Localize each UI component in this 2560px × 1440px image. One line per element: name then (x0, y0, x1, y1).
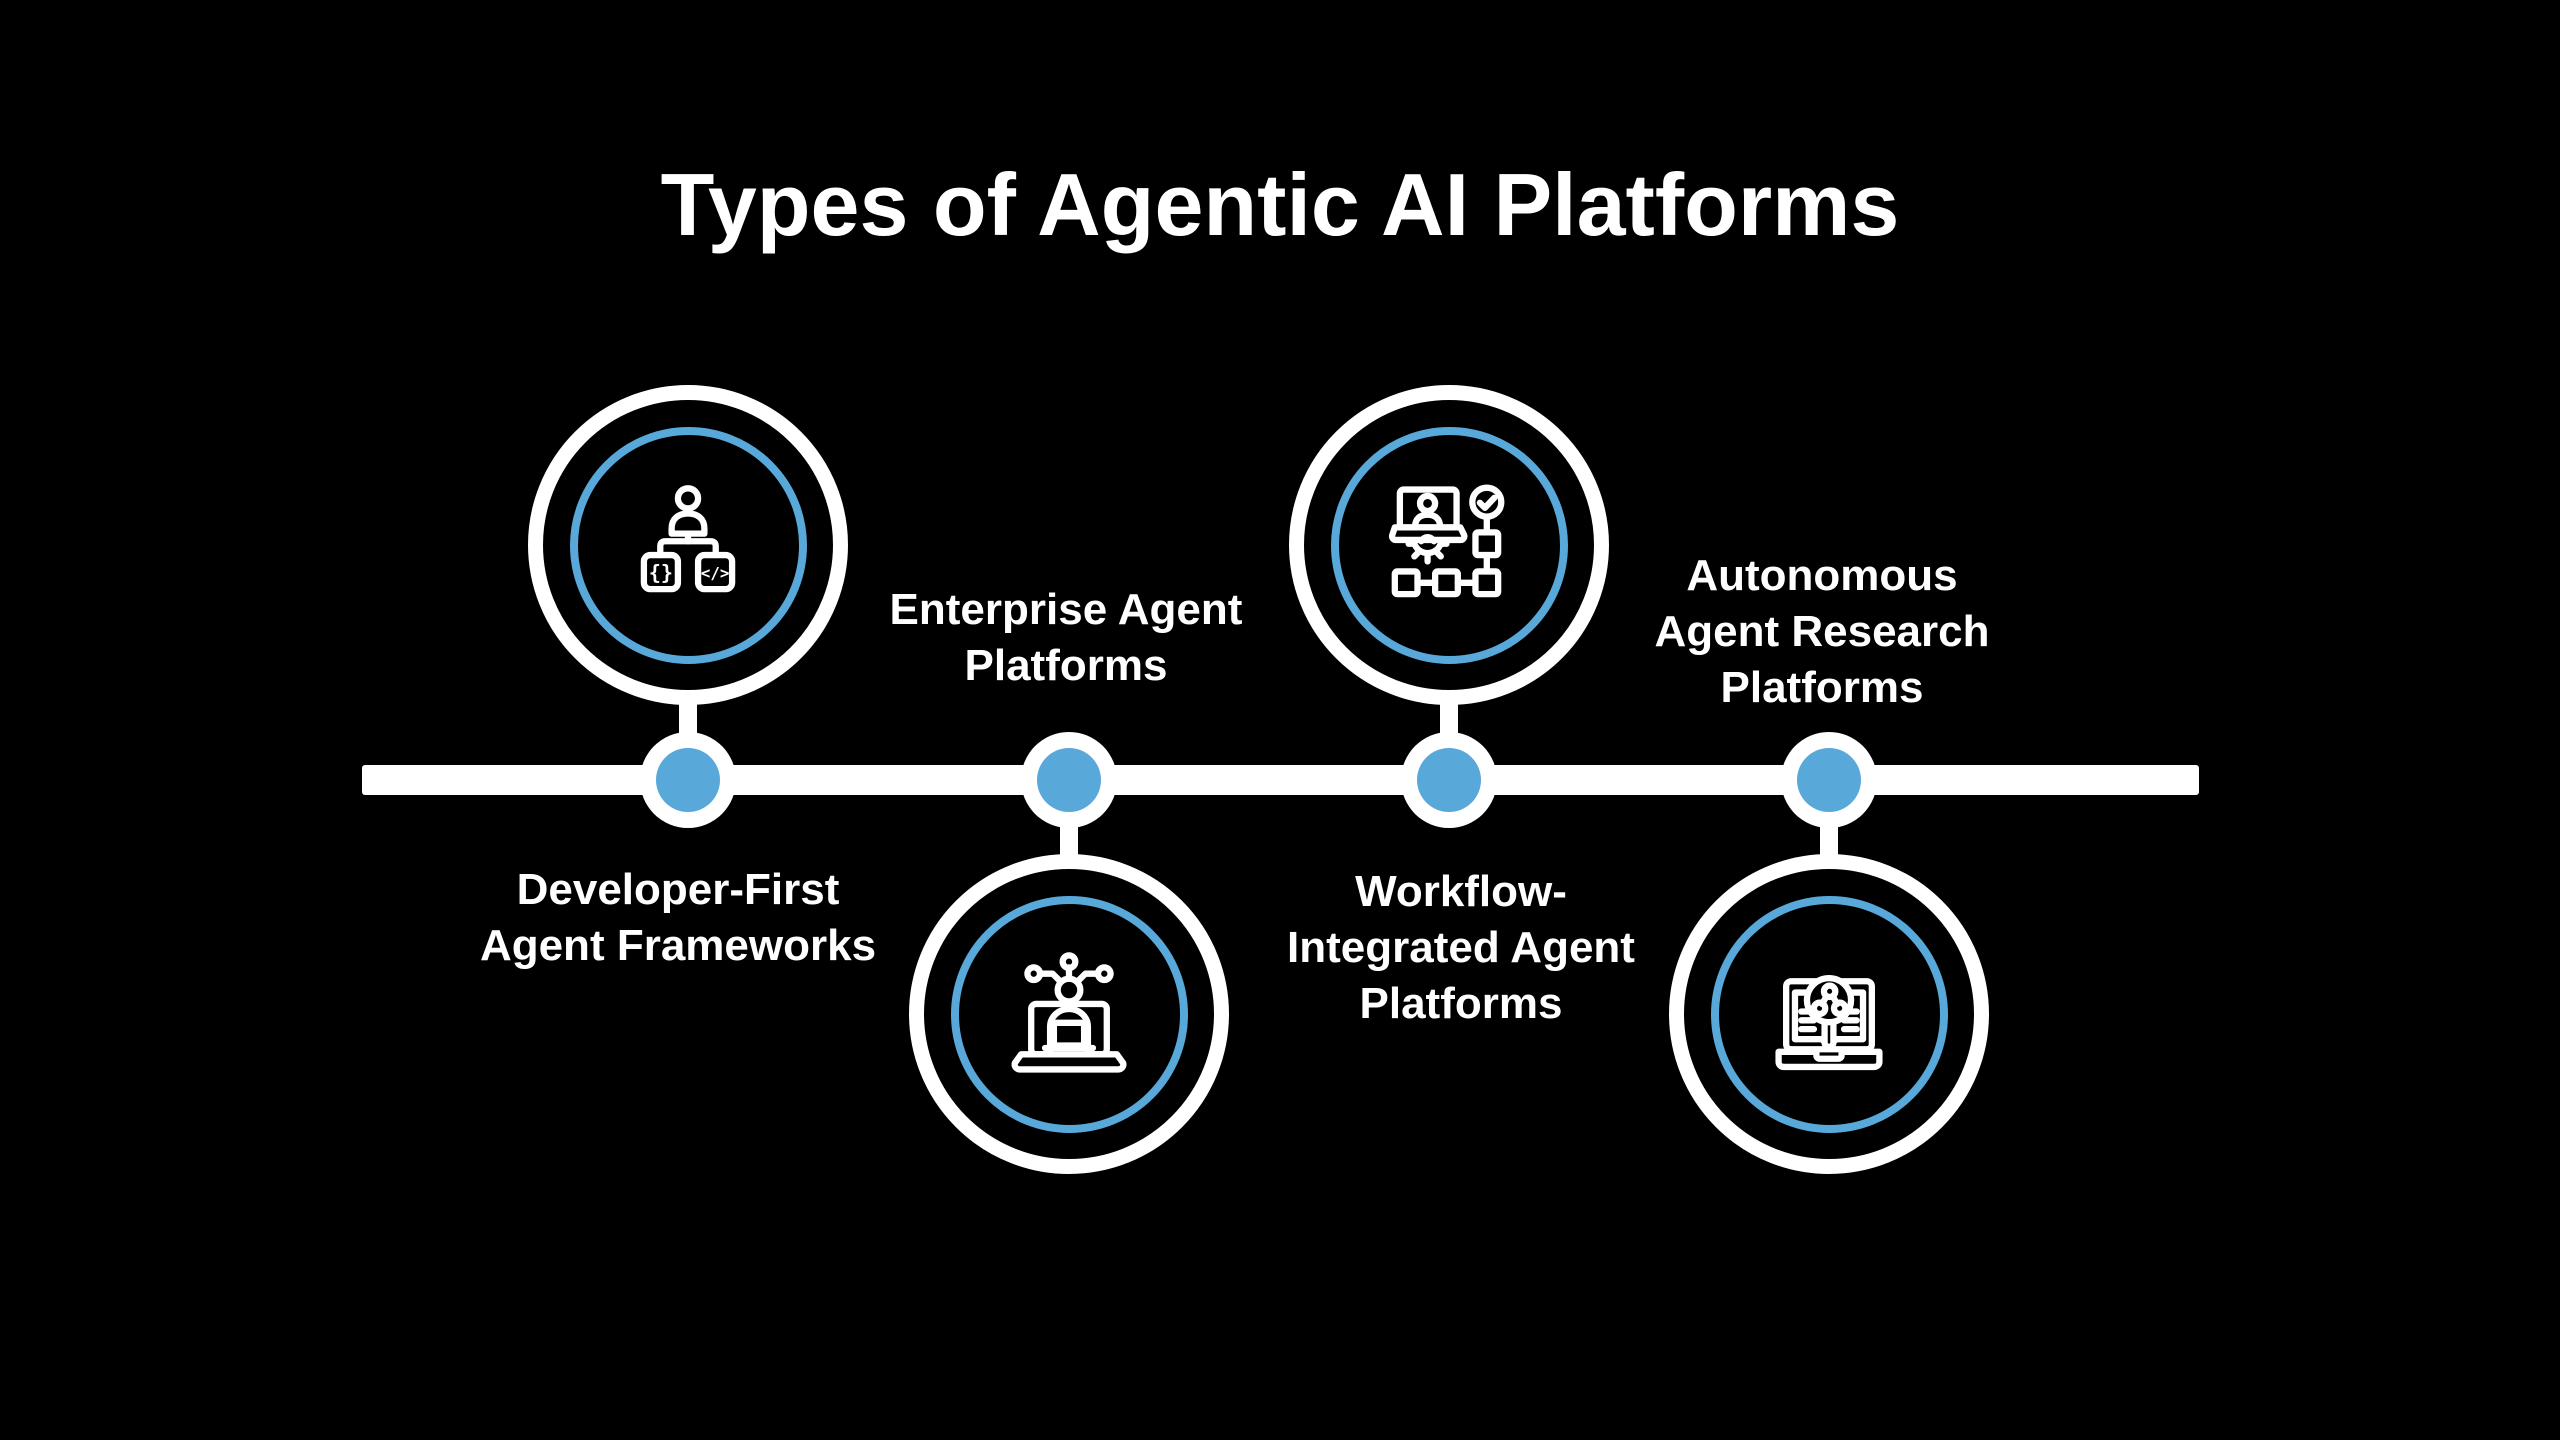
braces-glyph: {} (649, 561, 673, 585)
node4-label-line2: Agent Research (1654, 607, 1990, 656)
book-magnifier-network-icon (1775, 974, 1883, 1071)
node3-timeline-dot-inner (1417, 748, 1481, 812)
node4-label-line3: Platforms (1720, 663, 1924, 712)
node1-label: Developer-First Agent Frameworks (388, 862, 968, 974)
node3-label-line3: Platforms (1359, 979, 1563, 1028)
node2-inner-ring (950, 895, 1188, 1133)
node3-label-line2: Integrated Agent (1287, 923, 1635, 972)
timeline-bar (362, 765, 2199, 795)
node4-inner-ring (1710, 895, 1948, 1133)
node2-timeline-dot-inner (1037, 748, 1101, 812)
person-laptop-network-icon (1011, 952, 1127, 1073)
node2-label-line1: Enterprise Agent (889, 585, 1243, 634)
developer-person-code-blocks-icon: {} </> (640, 485, 736, 593)
node3-label-line1: Workflow- (1355, 867, 1567, 916)
node3-inner-ring (1330, 426, 1568, 664)
node2-timeline-dot (1021, 732, 1117, 828)
node2-label: Enterprise Agent Platforms (776, 582, 1356, 694)
node1-timeline-dot-inner (656, 748, 720, 812)
node4-timeline-dot-inner (1797, 748, 1861, 812)
node2-label-line2: Platforms (964, 641, 1168, 690)
node4-timeline-dot (1781, 732, 1877, 828)
node1-timeline-dot (640, 732, 736, 828)
node4-label-line1: Autonomous (1686, 551, 1958, 600)
node3-label: Workflow- Integrated Agent Platforms (1171, 864, 1751, 1032)
node4-label: Autonomous Agent Research Platforms (1532, 548, 2112, 716)
node1-inner-ring: {} </> (569, 426, 807, 664)
page-title: Types of Agentic AI Platforms (660, 154, 1900, 254)
node4-icon-circle (1669, 854, 1989, 1174)
node1-label-line2: Agent Frameworks (479, 921, 877, 970)
laptop-gear-flowchart-check-icon (1388, 484, 1505, 598)
node1-label-line1: Developer-First (516, 865, 840, 914)
node3-timeline-dot (1401, 732, 1497, 828)
code-glyph: </> (701, 563, 729, 582)
